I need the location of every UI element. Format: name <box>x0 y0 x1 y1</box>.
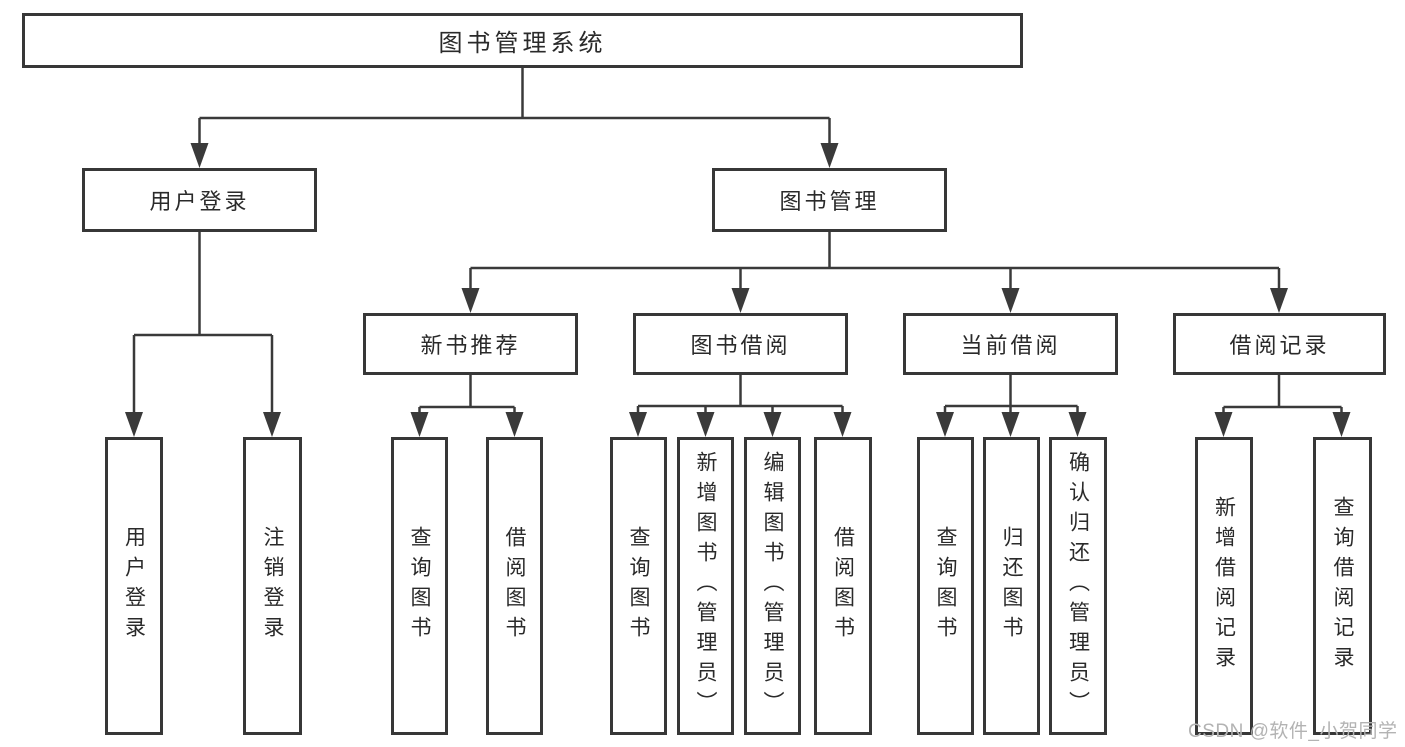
leaf-query-books-current: 查询图书 <box>917 437 974 735</box>
node-new-book-recommend: 新书推荐 <box>363 313 578 375</box>
connector-current-borrowing <box>936 375 1087 437</box>
connector-book-borrowing <box>629 375 852 437</box>
node-user-login: 用户登录 <box>82 168 317 232</box>
node-current-borrowing: 当前借阅 <box>903 313 1118 375</box>
leaf-borrow-books-borrowing: 借阅图书 <box>814 437 872 735</box>
connector-book-management <box>461 232 1288 313</box>
leaf-user-login: 用户登录 <box>105 437 163 735</box>
csdn-watermark: CSDN @软件_小贺同学 <box>1188 721 1398 742</box>
leaf-query-borrow-record: 查询借阅记录 <box>1313 437 1372 735</box>
node-root: 图书管理系统 <box>22 13 1023 68</box>
connector-new-book-recommend <box>410 375 524 437</box>
node-book-borrowing: 图书借阅 <box>633 313 848 375</box>
leaf-query-books-recommend: 查询图书 <box>391 437 448 735</box>
leaf-borrow-books-recommend: 借阅图书 <box>486 437 543 735</box>
leaf-confirm-return-admin: 确认归还（管理员） <box>1049 437 1107 735</box>
leaf-edit-book-admin: 编辑图书（管理员） <box>744 437 801 735</box>
connector-borrow-records <box>1214 375 1351 437</box>
leaf-add-borrow-record: 新增借阅记录 <box>1195 437 1253 735</box>
node-book-management: 图书管理 <box>712 168 947 232</box>
connector-user-login <box>125 232 281 437</box>
leaf-return-book: 归还图书 <box>983 437 1040 735</box>
node-borrow-records: 借阅记录 <box>1173 313 1386 375</box>
leaf-add-book-admin: 新增图书（管理员） <box>677 437 734 735</box>
leaf-query-books-borrowing: 查询图书 <box>610 437 667 735</box>
leaf-logout: 注销登录 <box>243 437 302 735</box>
connector-root <box>190 68 839 168</box>
